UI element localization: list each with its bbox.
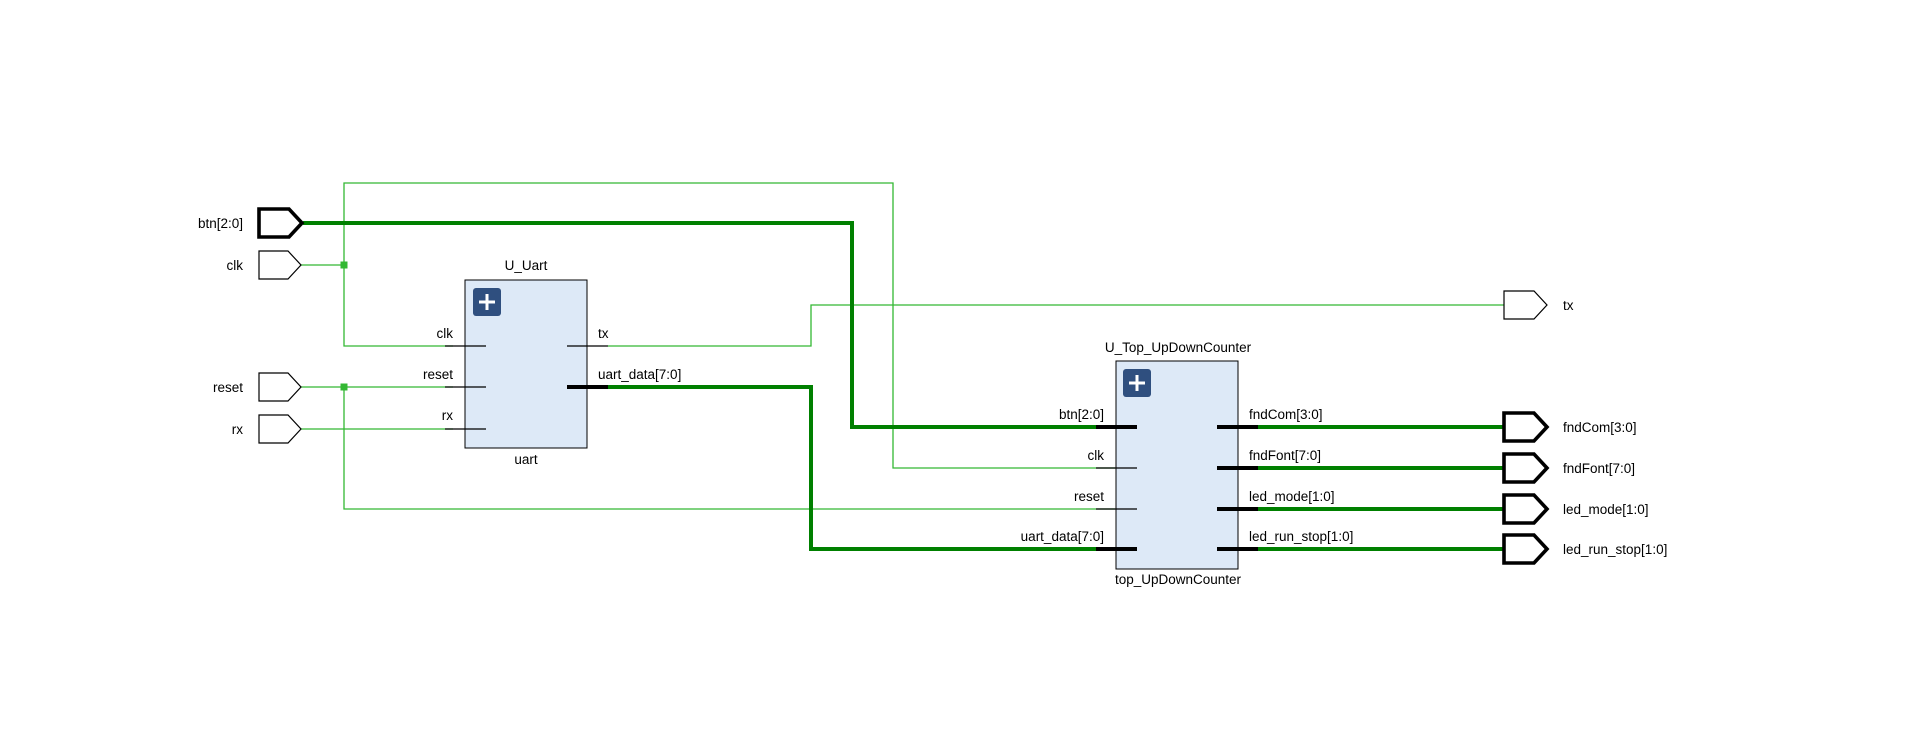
cell-counter-pin-fndFont-label: fndFont[7:0] bbox=[1249, 448, 1321, 463]
input-port-rx[interactable]: rx bbox=[232, 414, 302, 444]
cell-uart-pin-clk-label: clk bbox=[437, 326, 454, 341]
output-port-tx-label: tx bbox=[1563, 298, 1574, 313]
output-port-led-mode-label: led_mode[1:0] bbox=[1563, 502, 1649, 517]
cell-uart-module-name: uart bbox=[514, 452, 538, 467]
output-port-fndCom-label: fndCom[3:0] bbox=[1563, 420, 1637, 435]
junction-clk bbox=[340, 261, 348, 269]
cell-uart-expand-button[interactable] bbox=[473, 288, 501, 316]
plus-icon bbox=[479, 294, 495, 310]
output-port-fndFont[interactable]: fndFont[7:0] bbox=[1502, 452, 1635, 484]
cell-counter-pin-uart-data-label: uart_data[7:0] bbox=[1021, 529, 1104, 544]
net-clk[interactable] bbox=[298, 182, 1115, 469]
cell-uart-instance-name: U_Uart bbox=[505, 258, 548, 273]
output-port-fndCom[interactable]: fndCom[3:0] bbox=[1502, 411, 1637, 443]
nets-thin bbox=[298, 182, 1504, 510]
plus-icon bbox=[1129, 375, 1145, 391]
output-port-tx[interactable]: tx bbox=[1503, 290, 1574, 320]
output-port-led-run-stop[interactable]: led_run_stop[1:0] bbox=[1502, 533, 1667, 565]
input-ports: btn[2:0] clk reset rx bbox=[198, 207, 305, 444]
cell-counter-pin-reset-label: reset bbox=[1074, 489, 1104, 504]
input-port-btn-label: btn[2:0] bbox=[198, 216, 243, 231]
nets-bus bbox=[303, 221, 1504, 551]
cell-counter-pin-btn-label: btn[2:0] bbox=[1059, 407, 1104, 422]
cell-counter-instance-name: U_Top_UpDownCounter bbox=[1105, 340, 1252, 355]
cell-counter-pin-clk-label: clk bbox=[1088, 448, 1105, 463]
cell-uart[interactable]: U_Uart clk reset rx tx uart_data[7:0] ua… bbox=[423, 258, 681, 467]
cell-counter-expand-button[interactable] bbox=[1123, 369, 1151, 397]
cell-counter-module-name: top_UpDownCounter bbox=[1115, 572, 1242, 587]
input-port-clk-label: clk bbox=[227, 258, 244, 273]
output-port-fndFont-label: fndFont[7:0] bbox=[1563, 461, 1635, 476]
output-port-led-mode[interactable]: led_mode[1:0] bbox=[1502, 493, 1649, 525]
cell-counter-pin-led-mode-label: led_mode[1:0] bbox=[1249, 489, 1335, 504]
net-uart-data[interactable] bbox=[608, 385, 1115, 551]
input-port-reset-label: reset bbox=[213, 380, 243, 395]
net-tx[interactable] bbox=[608, 304, 1504, 347]
input-port-reset[interactable]: reset bbox=[213, 372, 302, 402]
cell-counter-pin-led-run-stop-label: led_run_stop[1:0] bbox=[1249, 529, 1353, 544]
input-port-clk[interactable]: clk bbox=[227, 250, 302, 280]
input-port-btn[interactable]: btn[2:0] bbox=[198, 207, 305, 239]
output-port-led-run-stop-label: led_run_stop[1:0] bbox=[1563, 542, 1667, 557]
cell-counter-pin-fndCom-label: fndCom[3:0] bbox=[1249, 407, 1323, 422]
input-port-rx-label: rx bbox=[232, 422, 243, 437]
cell-uart-pin-rx-label: rx bbox=[442, 408, 453, 423]
cell-counter[interactable]: U_Top_UpDownCounter btn[2:0] clk reset u… bbox=[1021, 340, 1354, 587]
junction-reset bbox=[340, 383, 348, 391]
cell-uart-pin-tx-label: tx bbox=[598, 326, 609, 341]
cell-uart-pin-reset-label: reset bbox=[423, 367, 453, 382]
net-reset[interactable] bbox=[298, 386, 1115, 510]
output-ports: tx fndCom[3:0] fndFont[7:0] led_mode[1:0… bbox=[1502, 290, 1667, 565]
cell-uart-pin-uart-data-label: uart_data[7:0] bbox=[598, 367, 681, 382]
net-btn[interactable] bbox=[303, 221, 1115, 429]
